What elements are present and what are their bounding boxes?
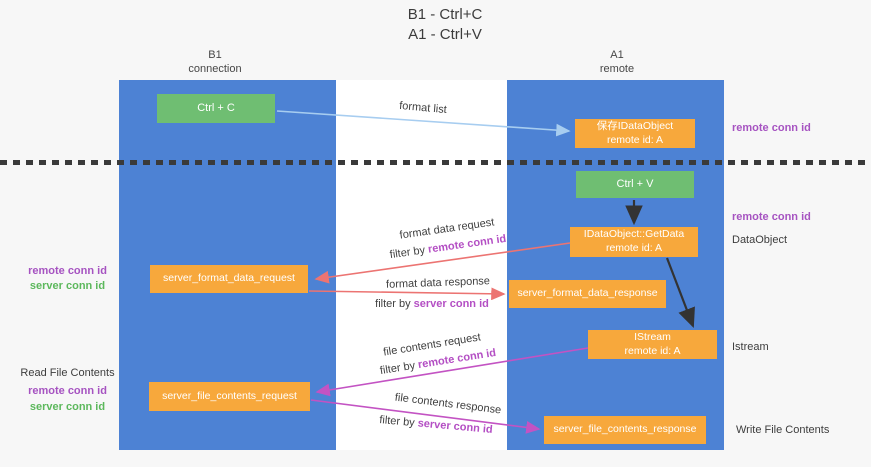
left-conn-id-stack-1: remote conn id server conn id [20, 264, 115, 295]
ctrl-c-label: Ctrl + C [197, 102, 235, 115]
filter-prefix: filter by [375, 298, 414, 310]
phase-separator-dashed-line [0, 160, 871, 165]
left-column-role: connection [188, 62, 242, 75]
store-idataobject-line1: 保存IDataObject [596, 119, 674, 132]
left-column-header: B1 connection [155, 49, 275, 77]
annotation-server-conn-id-left-1: server conn id [29, 280, 106, 293]
annotation-dataobject: DataObject [732, 234, 788, 246]
node-store-idataobject: 保存IDataObject remote id: A [575, 119, 695, 148]
node-ctrl-v: Ctrl + V [576, 171, 694, 198]
left-column-name: B1 [208, 49, 222, 61]
diagram-title: B1 - Ctrl+C A1 - Ctrl+V [300, 5, 590, 46]
annotation-read-file-contents: Read File Contents [20, 367, 115, 379]
getdata-line1: IDataObject::GetData [583, 228, 685, 241]
node-server-format-data-response: server_format_data_response [509, 280, 666, 308]
right-column-name: A1 [610, 49, 624, 61]
node-server-file-contents-request: server_file_contents_request [149, 382, 310, 411]
left-read-stack: Read File Contents remote conn id server… [15, 366, 120, 415]
node-istream: IStream remote id: A [588, 330, 717, 359]
node-server-format-data-request: server_format_data_request [150, 265, 308, 293]
annotation-remote-conn-id-left-2: remote conn id [28, 385, 107, 398]
node-server-file-contents-response: server_file_contents_response [544, 416, 706, 444]
format-response-label: server_format_data_response [517, 287, 658, 300]
annotation-remote-conn-id-left-1: remote conn id [28, 265, 107, 277]
node-ctrl-c: Ctrl + C [157, 94, 275, 123]
getdata-line2: remote id: A [605, 242, 662, 254]
file-response-label: server_file_contents_response [553, 423, 697, 436]
annotation-remote-conn-id-top-right: remote conn id [732, 122, 811, 134]
right-column-header: A1 remote [557, 49, 677, 77]
right-column-role: remote [599, 62, 635, 75]
annotation-istream: Istream [732, 341, 769, 353]
format-request-label: server_format_data_request [163, 272, 295, 285]
istream-line1: IStream [634, 330, 671, 343]
filter-key: server conn id [413, 298, 489, 310]
annotation-write-file-contents: Write File Contents [736, 424, 830, 436]
file-request-label: server_file_contents_request [162, 389, 297, 402]
istream-line2: remote id: A [624, 344, 681, 357]
title-line-1: B1 - Ctrl+C [407, 6, 483, 23]
node-idataobject-getdata: IDataObject::GetData remote id: A [570, 227, 698, 257]
store-idataobject-line2: remote id: A [606, 133, 663, 146]
title-line-2: A1 - Ctrl+V [408, 26, 482, 44]
ctrl-v-label: Ctrl + V [616, 178, 654, 191]
annotation-remote-conn-id-mid-right: remote conn id [732, 211, 811, 223]
format-data-response-filter: filter by server conn id [375, 298, 489, 310]
annotation-server-conn-id-left-2: server conn id [29, 400, 106, 413]
